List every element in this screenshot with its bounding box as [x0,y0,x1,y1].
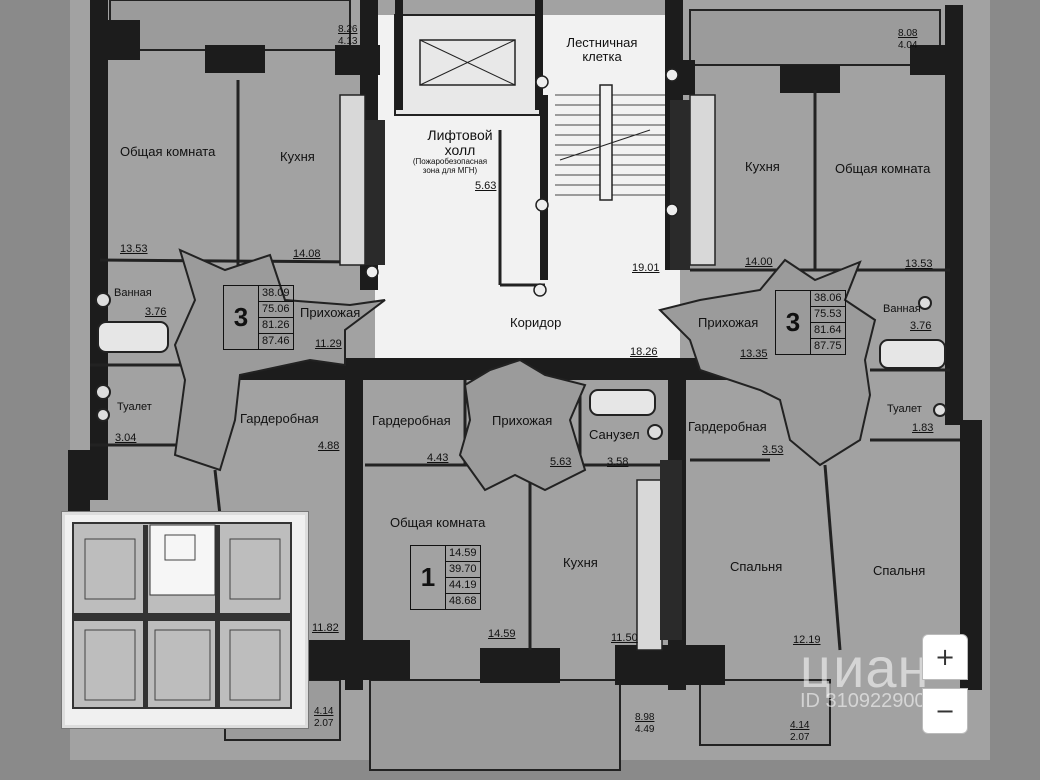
room-area-rt-bed1: 12.19 [793,634,821,646]
room-name-stair: Лестничная клетка [566,35,638,64]
room-area-rt-living: 13.53 [905,258,933,270]
balcony-area: 4.14 [790,720,810,731]
apartment-room-count: 3 [224,286,259,349]
balcony-half-area: 4.04 [898,40,918,51]
room-name-c-hall: Прихожая [492,413,553,428]
balcony-area: 8.08 [898,28,918,39]
balcony-area: 4.14 [314,706,334,717]
apartment-value: 81.64 [811,323,845,339]
room-name-lt-toilet: Туалет [117,401,152,413]
zoom-in-button[interactable]: + [922,634,968,680]
floor-overview-thumbnail[interactable] [62,512,308,728]
apartment-value: 48.68 [449,595,477,607]
watermark-id: ID 310922900 [800,690,926,712]
room-area-lt-bedroom: 11.82 [312,622,339,634]
room-name-rt-hall: Прихожая [698,315,759,330]
apartment-value: 75.53 [811,307,845,323]
watermark-brand: циан [800,636,930,699]
apartment-room-count: 1 [411,546,446,609]
balcony-half-area: 4.13 [338,36,358,47]
room-name-rt-toilet: Туалет [887,403,922,415]
room-area-lt-kitchen: 14.08 [293,248,321,260]
room-name-lift-hall: Лифтовой холл [427,127,493,158]
apartment-value: 87.46 [262,335,290,347]
apartment-summary-center: 1 14.59 39.70 44.19 48.68 [410,545,481,610]
zoom-out-button[interactable]: − [922,688,968,734]
room-area-stair: 19.01 [632,262,660,274]
lift-hall-note: (Пожаробезопасная зона для МГН) [412,157,488,175]
room-area-lt-bath: 3.76 [145,306,167,318]
room-name-lt-kitchen: Кухня [280,149,315,164]
room-area-lt-toilet: 3.04 [115,432,137,444]
room-name-corridor: Коридор [510,315,562,330]
apartment-value: 39.70 [446,562,480,578]
room-name-rt-bed2: Спальня [873,563,926,578]
room-name-lt-bath: Ванная [114,287,152,299]
apartment-value: 81.26 [259,318,293,334]
room-area-c-wc: 3.58 [607,456,629,468]
room-area-rt-hall: 13.35 [740,348,768,360]
apartment-room-count: 3 [776,291,811,354]
room-area-c-wardrobe: 4.43 [427,452,449,464]
balcony-area: 8.98 [635,712,655,723]
room-name-lt-hall: Прихожая [300,305,361,320]
room-name-lt-living: Общая комната [120,144,216,159]
room-area-corridor: 18.26 [630,346,658,358]
apartment-value: 75.06 [259,302,293,318]
apartment-summary-left: 3 38.09 75.06 81.26 87.46 [223,285,294,350]
room-name-rt-wardrobe: Гардеробная [688,419,767,434]
thumbnail-plan-image [72,522,292,709]
apartment-value: 87.75 [814,340,842,352]
room-area-c-living: 14.59 [488,628,516,640]
apartment-value: 38.09 [259,286,293,302]
room-area-lift-hall: 5.63 [475,180,497,192]
balcony-area: 8.26 [338,24,358,35]
balcony-half-area: 2.07 [790,732,810,743]
room-area-lt-wardrobe: 4.88 [318,440,340,452]
room-name-rt-bath: Ванная [883,303,921,315]
room-name-rt-living: Общая комната [835,161,931,176]
room-name-lt-wardrobe: Гардеробная [240,411,319,426]
room-area-rt-wardrobe: 3.53 [762,444,784,456]
room-area-c-hall: 5.63 [550,456,572,468]
room-area-lt-living: 13.53 [120,243,148,255]
balcony-half-area: 2.07 [314,718,334,729]
room-area-rt-toilet: 1.83 [912,422,934,434]
room-name-c-kitchen: Кухня [563,555,598,570]
room-name-c-wardrobe: Гардеробная [372,413,451,428]
room-area-rt-bath: 3.76 [910,320,932,332]
apartment-value: 38.06 [811,291,845,307]
apartment-summary-right: 3 38.06 75.53 81.64 87.75 [775,290,846,355]
room-name-rt-kitchen: Кухня [745,159,780,174]
room-name-c-living: Общая комната [390,515,486,530]
room-name-c-wc: Санузел [589,427,640,442]
apartment-value: 44.19 [446,578,480,594]
apartment-value: 14.59 [446,546,480,562]
room-area-rt-kitchen: 14.00 [745,256,773,268]
room-area-c-kitchen: 11.50 [611,632,638,644]
balcony-half-area: 4.49 [635,724,655,735]
room-name-rt-bed1: Спальня [730,559,783,574]
room-area-lt-hall: 11.29 [315,338,342,350]
